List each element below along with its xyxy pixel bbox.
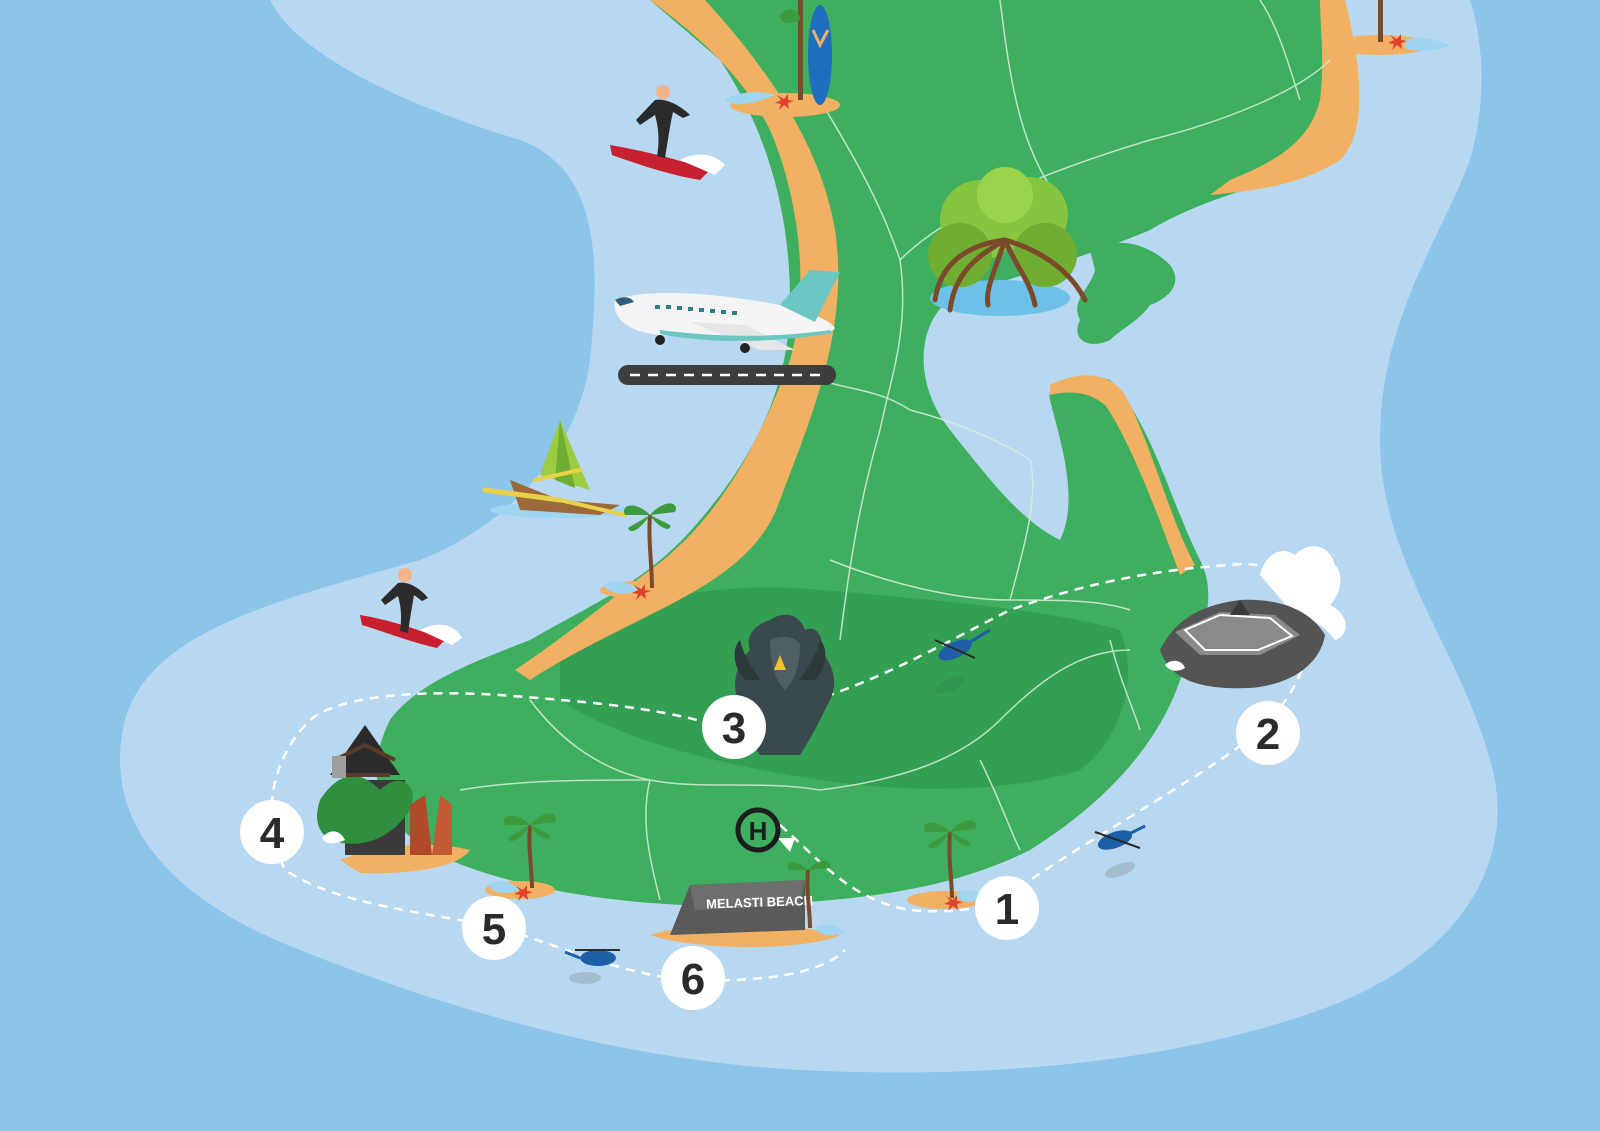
palm-tree-icon — [907, 820, 985, 911]
beach-sign-label: MELASTI BEACH — [706, 893, 813, 912]
stop-number-4: 4 — [260, 809, 285, 858]
stop-marker-1[interactable]: 1 — [975, 876, 1039, 940]
surfer-icon — [610, 85, 725, 180]
heliport-label: H — [749, 816, 768, 846]
helicopter-icon — [564, 949, 620, 984]
west-beach — [515, 0, 839, 680]
stop-marker-2[interactable]: 2 — [1236, 701, 1300, 765]
water-blow-icon — [1160, 546, 1346, 689]
stop-marker-4[interactable]: 4 — [240, 800, 304, 864]
palm-tree-icon — [485, 813, 556, 901]
runway-icon — [618, 365, 836, 385]
northeast-beach — [1210, 0, 1360, 195]
stop-marker-3[interactable]: 3 — [702, 695, 766, 759]
airplane-icon — [614, 270, 840, 353]
stop-number-3: 3 — [722, 704, 746, 753]
helicopter-icon — [1094, 824, 1146, 878]
east-peninsula-beach — [1050, 375, 1195, 575]
stop-number-5: 5 — [482, 905, 506, 954]
helicopter-icon — [934, 628, 991, 694]
small-island — [1077, 242, 1176, 344]
surfboard-icon — [725, 0, 840, 117]
sailboat-icon — [482, 420, 630, 518]
mangrove-tree-icon — [928, 167, 1088, 316]
stop-number-1: 1 — [995, 885, 1019, 934]
temple-icon — [317, 725, 470, 874]
stop-marker-5[interactable]: 5 — [462, 896, 526, 960]
heliport-marker[interactable]: H — [735, 807, 781, 853]
palm-tree-icon — [600, 503, 680, 600]
stop-marker-6[interactable]: 6 — [661, 946, 725, 1010]
melasti-beach-icon: MELASTI BEACH — [650, 860, 845, 948]
palm-tree-icon — [1330, 0, 1450, 55]
route-arrow — [778, 838, 795, 852]
stop-number-2: 2 — [1256, 710, 1280, 759]
surfer-icon — [360, 568, 462, 648]
plateau — [560, 587, 1128, 789]
stop-number-6: 6 — [681, 955, 705, 1004]
